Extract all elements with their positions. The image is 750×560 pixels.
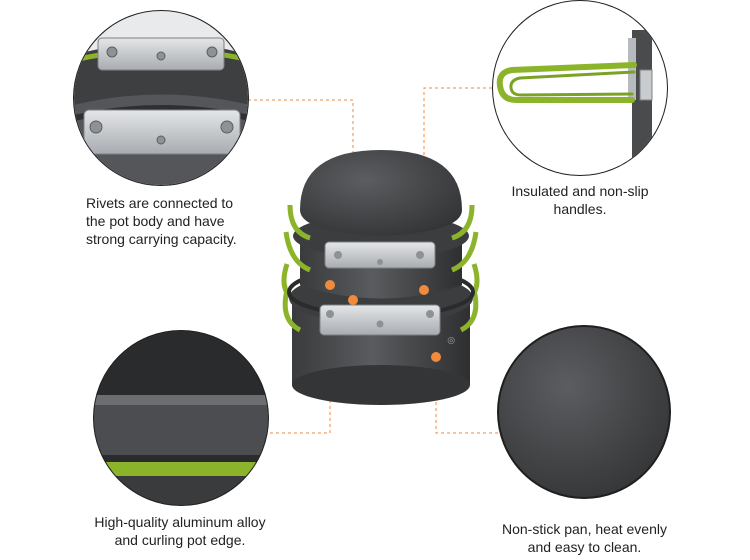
svg-text:◎: ◎ [444,335,456,346]
caption-handles-line1: Insulated and non-slip [511,183,649,199]
caption-rivets-line3: strong carrying capacity. [86,231,237,247]
nonstick-surface-image [497,325,671,499]
caption-handles-line2: handles. [553,201,607,217]
dot-nonstick [431,352,441,362]
caption-nonstick-line2: and easy to clean. [527,539,642,555]
leader-handles [423,87,492,288]
caption-alloy: High-quality aluminum alloy and curling … [70,513,290,549]
caption-rivets: Rivets are connected to the pot body and… [86,194,237,248]
dot-rivets [348,295,358,305]
caption-rivets-line2: the pot body and have [86,213,225,229]
rim-detail-image [93,330,269,506]
caption-alloy-line1: High-quality aluminum alloy [94,514,266,530]
leader-dots [325,280,441,362]
caption-rivets-line1: Rivets are connected to [86,195,234,211]
leader-nonstick [435,358,498,434]
caption-nonstick-line1: Non-stick pan, heat evenly [502,521,667,537]
handle-detail-image [492,0,668,176]
caption-handles: Insulated and non-slip handles. [495,182,665,218]
cookware-set-image: ◎ [281,150,480,405]
dot-handles [419,285,429,295]
caption-alloy-line2: and curling pot edge. [114,532,246,548]
rivet-detail-image [73,10,249,186]
caption-nonstick: Non-stick pan, heat evenly and easy to c… [482,520,687,556]
dot-alloy [325,280,335,290]
